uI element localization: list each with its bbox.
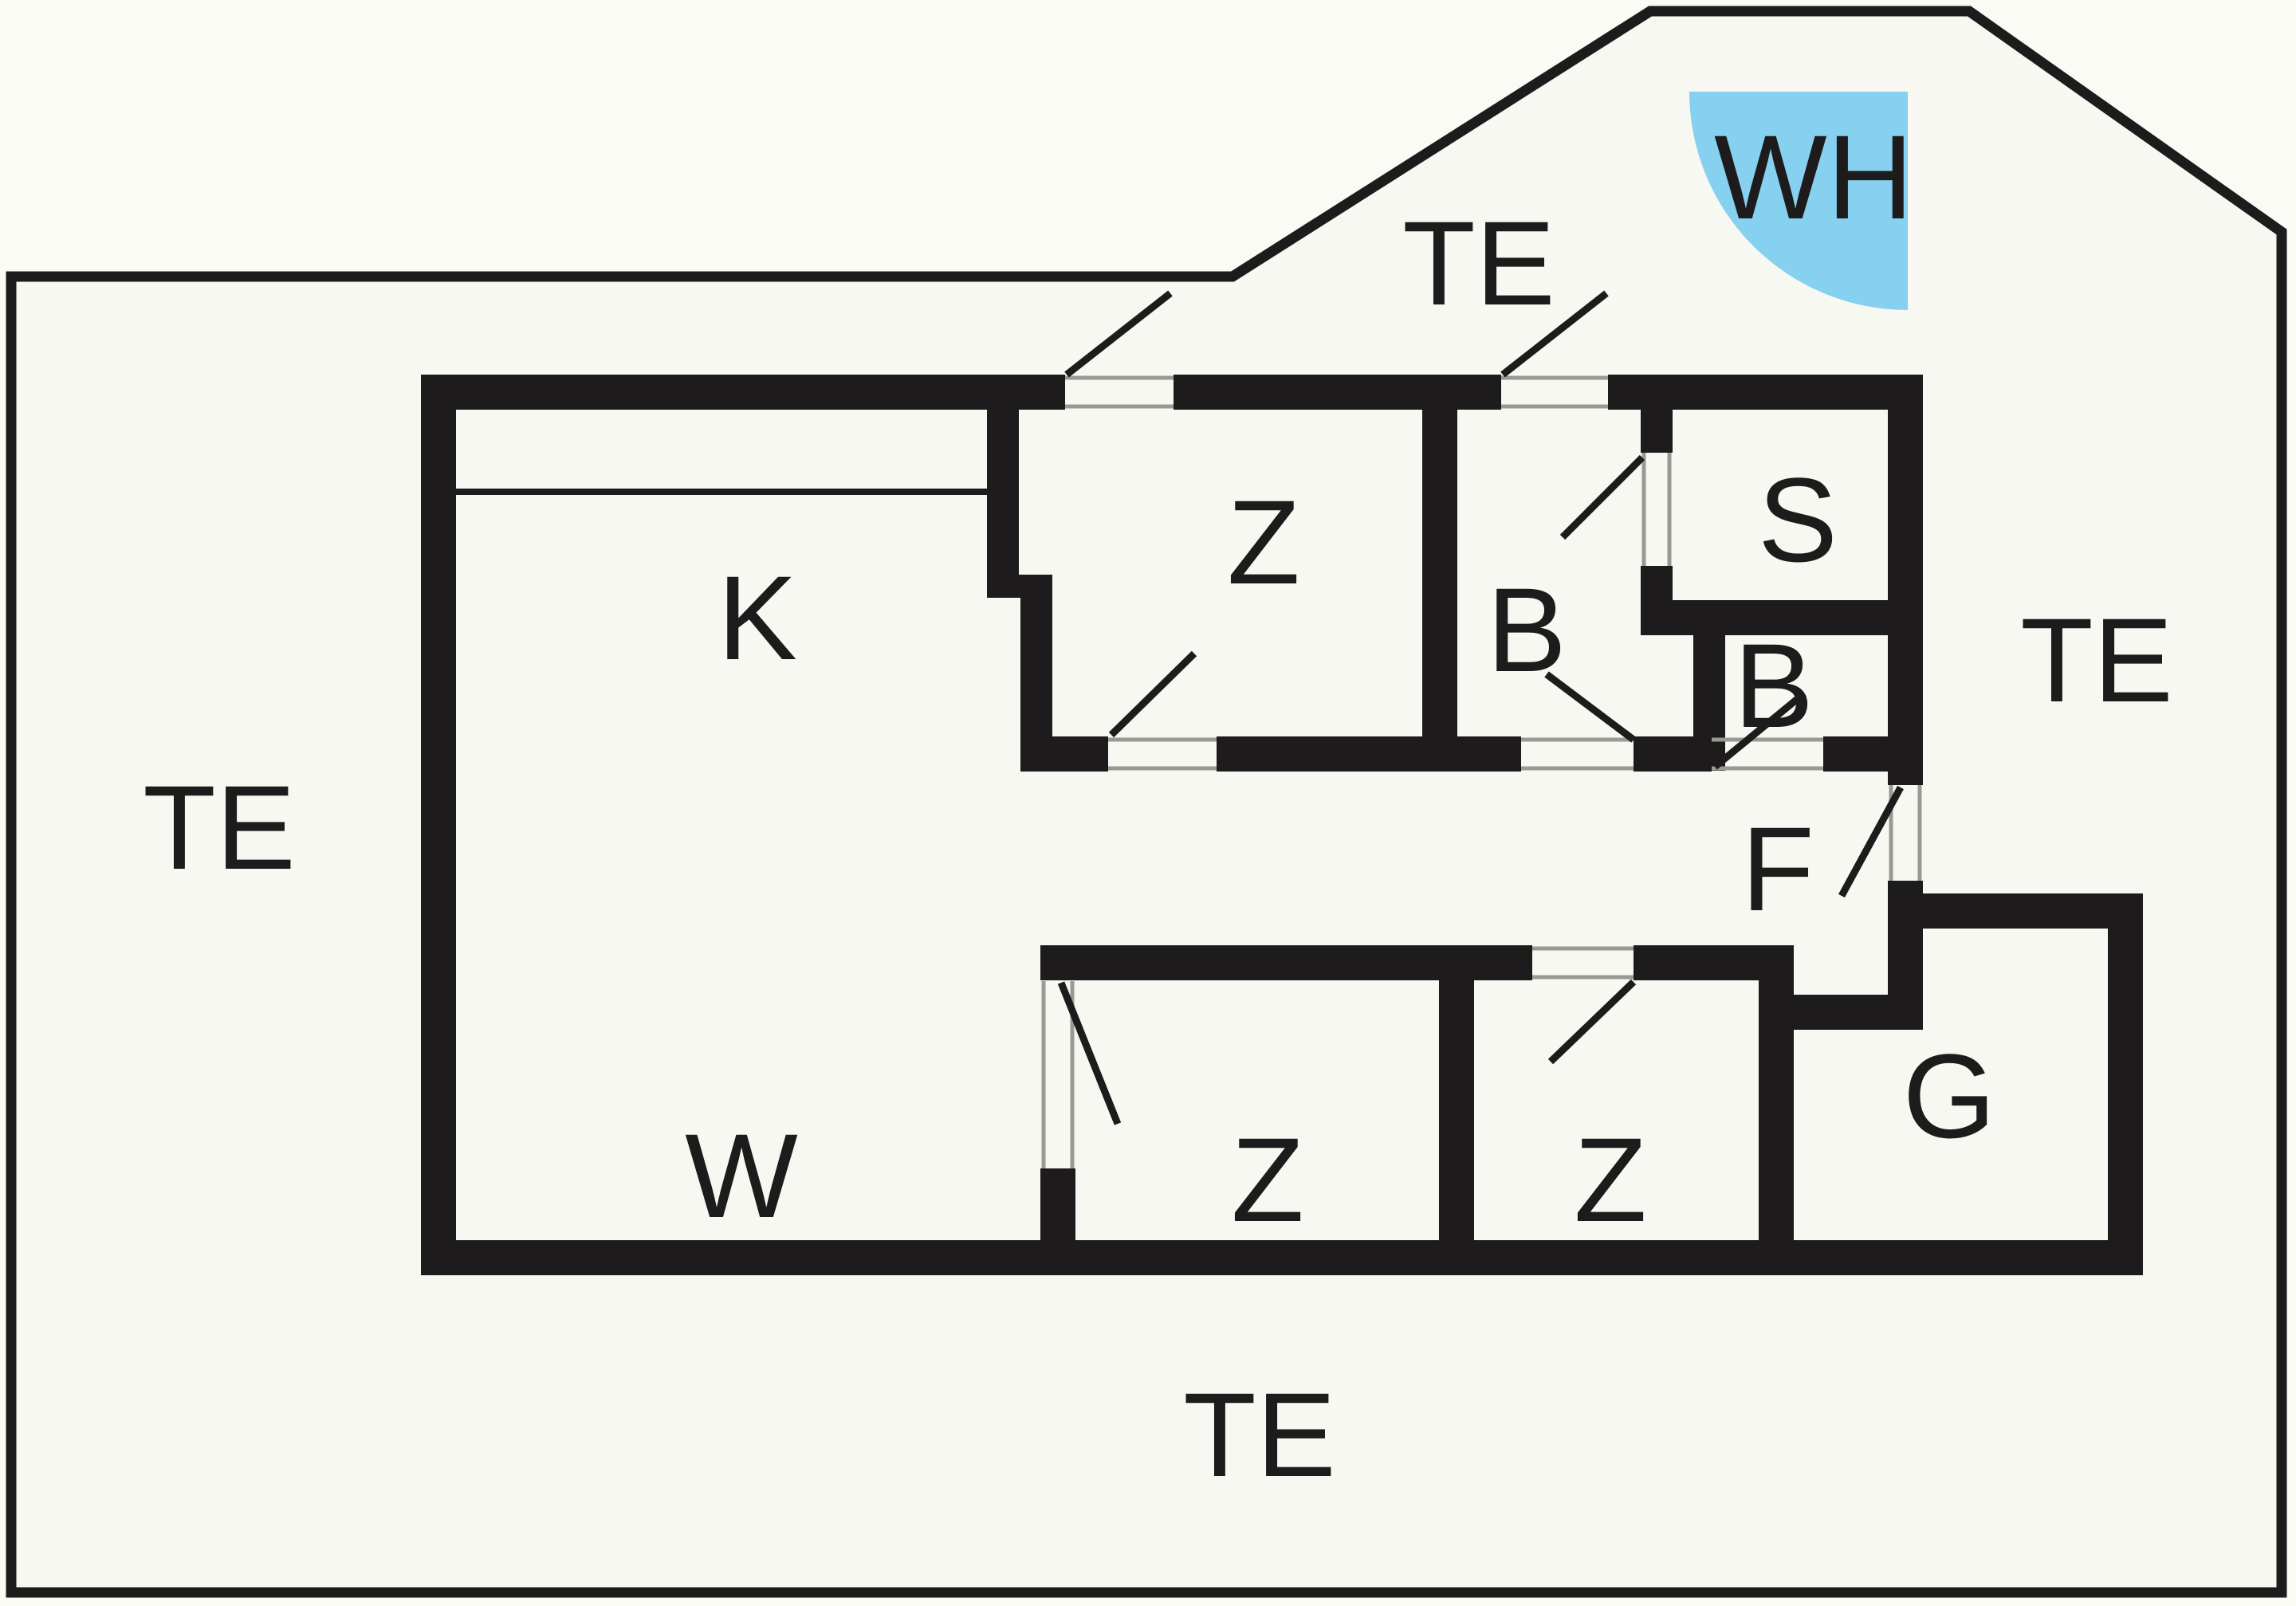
- wall-bath-small-left: [1693, 635, 1725, 771]
- wall-corridor-top-1: [1036, 736, 1108, 772]
- wall-kitchen-room-upper: [987, 410, 1019, 586]
- swing-bath-small-door: [1712, 690, 1807, 770]
- label-g: G: [1903, 1029, 1996, 1163]
- swing-room-lower-left-door: [1057, 981, 1122, 1125]
- label-z-lower-left: Z: [1231, 1113, 1304, 1247]
- wall-room-storage: [1759, 945, 1794, 1274]
- label-te-left: TE: [143, 760, 296, 894]
- label-z-lower-right: Z: [1574, 1113, 1647, 1247]
- plot-outline: [6, 6, 2287, 1598]
- wall-living-room-lower: [1040, 1168, 1075, 1275]
- wall-storage-top: [1923, 893, 2143, 929]
- swing-terrace-door-2: [1500, 290, 1609, 378]
- label-s: S: [1758, 453, 1838, 587]
- door-thresholds: [1041, 375, 1922, 1168]
- label-wh: WH: [1714, 110, 1913, 244]
- wall-top-b: [1174, 375, 1501, 410]
- wall-kitchen-room-jog: [987, 575, 1052, 598]
- label-b-small: B: [1734, 618, 1814, 752]
- whirlpool-shape: [1689, 92, 1908, 310]
- wall-top-c: [1608, 375, 1923, 410]
- swing-sauna-door: [1559, 454, 1645, 540]
- label-b-upper: B: [1487, 563, 1567, 697]
- wall-corridor-bottom-1: [1040, 945, 1532, 980]
- label-f: F: [1741, 802, 1814, 936]
- wall-bottom: [421, 1240, 2143, 1275]
- label-w: W: [685, 1109, 798, 1243]
- swing-terrace-door-1: [1064, 290, 1173, 378]
- swing-room-upper-door: [1108, 650, 1197, 738]
- label-te-top: TE: [1402, 196, 1555, 330]
- wall-right-upper: [1888, 375, 1923, 785]
- label-te-bottom: TE: [1183, 1368, 1336, 1502]
- wall-left: [421, 375, 456, 1275]
- label-te-right: TE: [2020, 593, 2173, 727]
- exterior-walls: [421, 375, 2143, 1275]
- label-k: K: [718, 551, 797, 685]
- wall-hall-niche-bottom: [1794, 995, 1923, 1030]
- wall-right-stub: [1888, 881, 1923, 929]
- wall-corridor-top-2: [1217, 736, 1521, 772]
- swing-room-lower-right-door: [1547, 979, 1637, 1065]
- wall-room-bath-divider: [1422, 410, 1457, 772]
- wall-top-a: [421, 375, 1065, 410]
- wall-corridor-top-4: [1823, 736, 1923, 772]
- swing-bath-door: [1544, 671, 1636, 743]
- interior-walls: [456, 410, 1923, 1275]
- wall-lower-rooms-divider: [1439, 980, 1474, 1240]
- wall-hall-niche-right: [1888, 929, 1923, 995]
- wall-bath-sauna-top: [1641, 410, 1673, 453]
- wall-storage-right: [2108, 893, 2143, 1275]
- wall-sauna-bottom: [1641, 600, 1923, 635]
- swing-entrance-door: [1838, 785, 1904, 898]
- door-swings: [1057, 290, 1904, 1125]
- label-z-upper: Z: [1227, 475, 1300, 609]
